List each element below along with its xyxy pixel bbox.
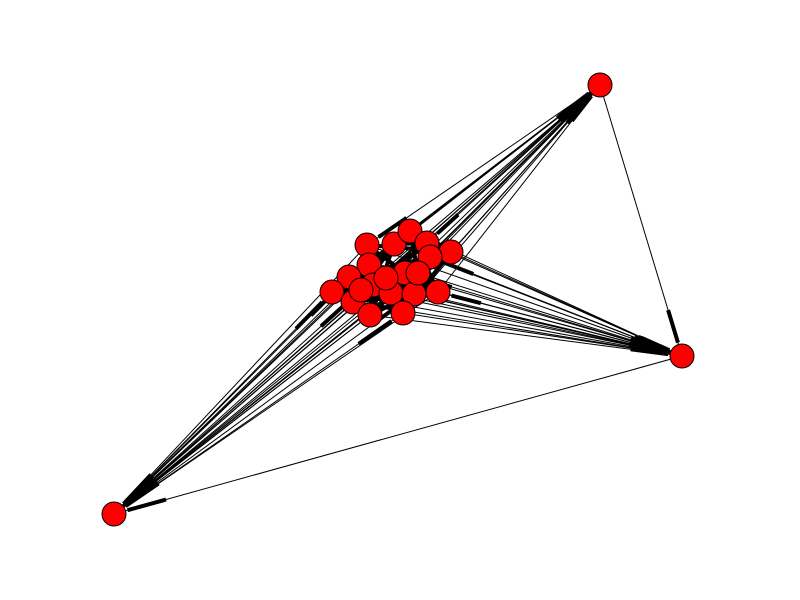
edge-arrow-n05-hub-right bbox=[640, 335, 671, 353]
edge-hub-bottom-left-n11 bbox=[113, 291, 333, 515]
node-n17 bbox=[390, 300, 416, 326]
edge-hub-bottom-left-n20 bbox=[113, 289, 362, 515]
edge-arrow-hub-bottom-left-n11 bbox=[294, 300, 324, 331]
edge-hub-bottom-left-n17 bbox=[113, 312, 404, 515]
node-n05 bbox=[438, 239, 464, 265]
node-n11 bbox=[319, 279, 345, 305]
edge-n16-hub-bottom-left bbox=[113, 314, 371, 515]
node-hub-bottom-left bbox=[101, 501, 127, 527]
node-n20 bbox=[348, 277, 374, 303]
edge-arrow-n20-hub-top-right bbox=[559, 92, 591, 121]
edge-hub-right-hub-bottom-left bbox=[113, 355, 683, 515]
edge-arrow-n17-hub-top-right bbox=[565, 94, 593, 125]
edge-hub-bottom-left-n14 bbox=[113, 293, 415, 515]
node-hub-right bbox=[669, 343, 695, 369]
edge-arrow-n19-hub-bottom-left bbox=[123, 478, 158, 507]
node-n03 bbox=[397, 218, 423, 244]
edge-n16-hub-right bbox=[369, 314, 683, 357]
edge-arrow-hub-top-right-hub-right bbox=[666, 309, 680, 344]
edge-n07-hub-bottom-left bbox=[113, 264, 370, 515]
nodes-layer bbox=[101, 72, 695, 527]
node-hub-top-right bbox=[587, 72, 613, 98]
node-n16 bbox=[357, 302, 383, 328]
edge-arrow-hub-top-right-n04 bbox=[435, 213, 460, 236]
node-n15 bbox=[425, 279, 451, 305]
edge-n20-hub-top-right bbox=[360, 84, 601, 291]
edge-n18-hub-bottom-left bbox=[113, 277, 387, 515]
edge-arrow-hub-bottom-left-n17 bbox=[357, 319, 393, 346]
edge-arrow-n20-hub-right bbox=[629, 343, 669, 356]
node-n19 bbox=[405, 260, 431, 286]
edge-arrow-hub-right-hub-bottom-left bbox=[126, 497, 167, 513]
node-n18 bbox=[373, 265, 399, 291]
edge-arrow-hub-top-right-n01 bbox=[377, 216, 408, 239]
edge-n17-hub-top-right bbox=[402, 84, 601, 314]
